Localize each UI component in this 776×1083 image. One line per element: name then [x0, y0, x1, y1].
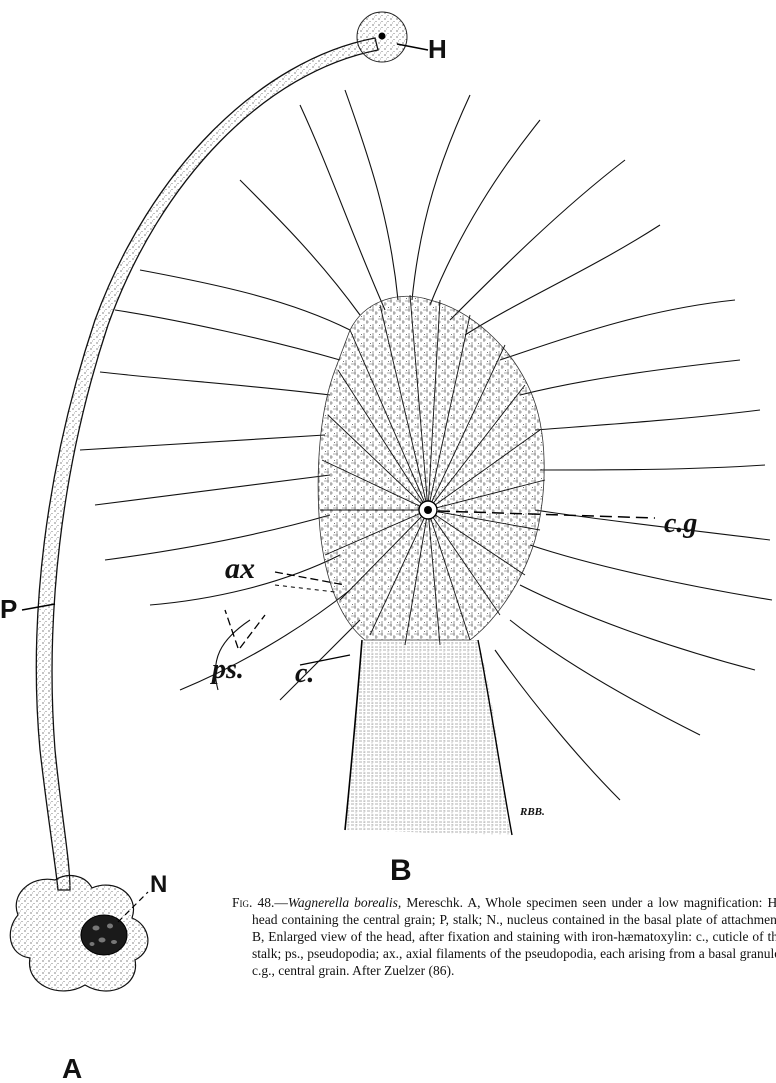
- ps-leader-line-1: [225, 610, 238, 648]
- caption-species: Wagnerella borealis,: [288, 895, 401, 910]
- enlarged-head-drawing: [80, 90, 772, 835]
- caption-figure-number: Fig. 48.: [232, 895, 274, 910]
- cell-body: [318, 296, 544, 640]
- artist-monogram: RBB.: [519, 806, 545, 818]
- label-central-grain: c.g: [664, 508, 697, 539]
- ax-leader-line-2: [275, 585, 335, 592]
- ps-leader-line-2: [240, 615, 265, 648]
- label-nucleus: N: [150, 871, 167, 898]
- label-cuticle: c.: [295, 658, 314, 689]
- label-whole-specimen: A: [62, 1053, 82, 1083]
- label-axial-filaments: ax: [225, 552, 255, 585]
- label-enlarged-head: B: [390, 854, 412, 887]
- head-sphere: [357, 12, 428, 62]
- central-grain-dot: [379, 33, 386, 40]
- label-pseudopodia: ps.: [210, 654, 244, 685]
- basal-plate: [10, 876, 148, 991]
- central-grain: [419, 501, 437, 519]
- figure-caption: Fig. 48.—Wagnerella borealis, Mereschk. …: [232, 894, 776, 979]
- nucleus: [81, 915, 127, 955]
- stalk-section: [345, 640, 510, 835]
- label-head: H: [428, 34, 447, 64]
- label-stalk: P: [0, 594, 17, 624]
